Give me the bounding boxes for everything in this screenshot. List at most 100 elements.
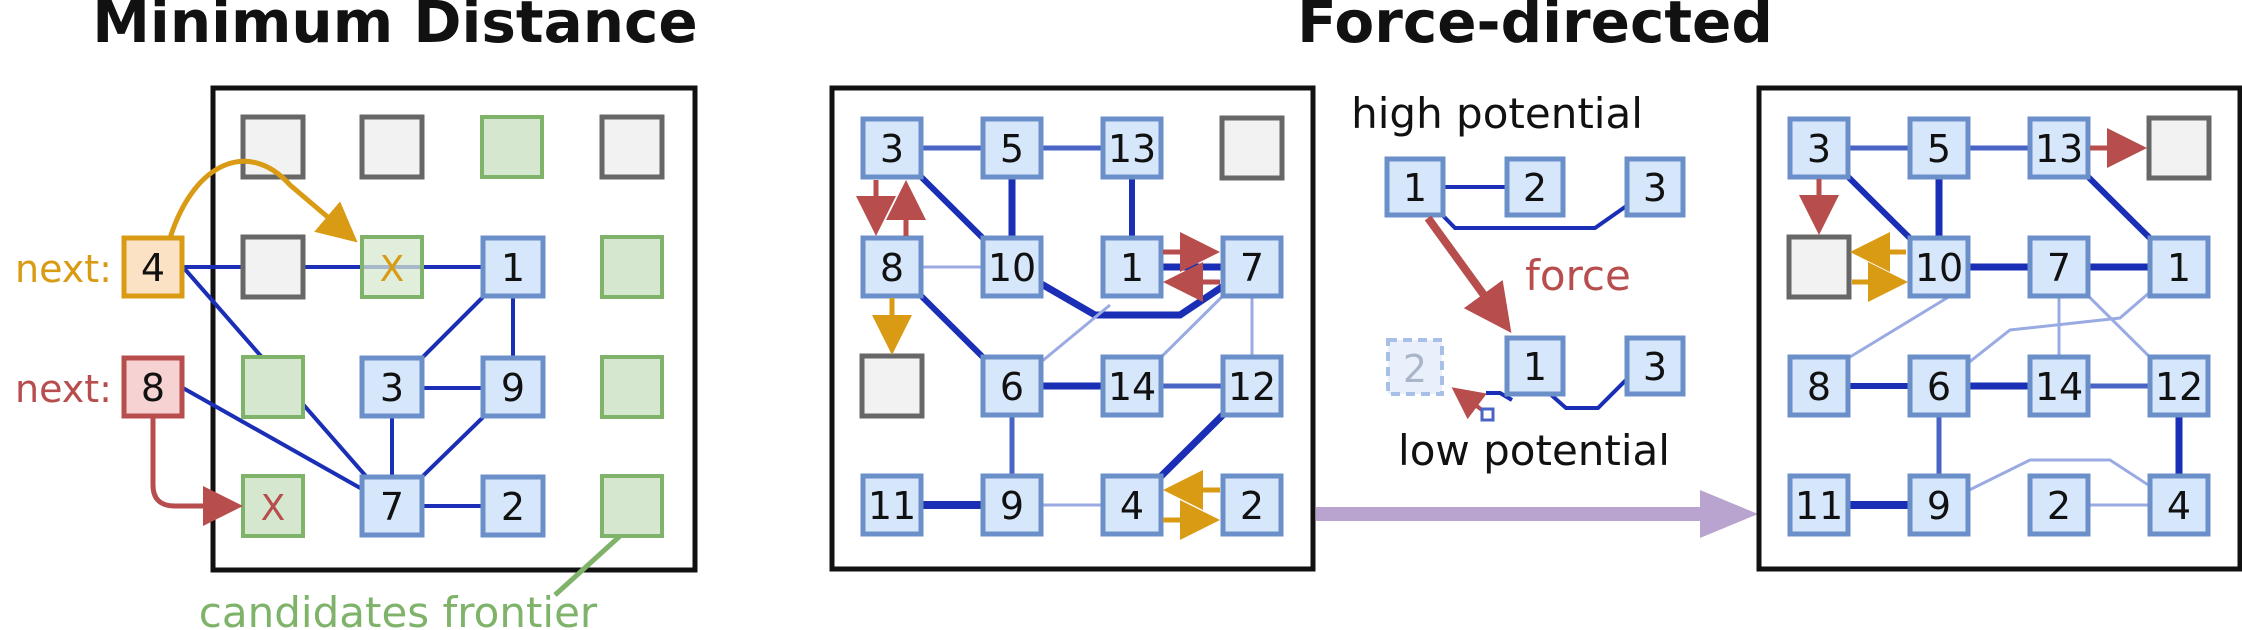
edge bbox=[1486, 391, 1514, 402]
title-force-directed: Force-directed bbox=[1297, 0, 1773, 56]
node-label: 5 bbox=[1927, 127, 1951, 171]
node-box bbox=[1787, 473, 1851, 537]
candidate-cell bbox=[241, 355, 305, 419]
panel-frame bbox=[1756, 85, 2242, 572]
node-label: 1 bbox=[1120, 246, 1144, 290]
node-label: 8 bbox=[1807, 365, 1831, 409]
node-label: 3 bbox=[380, 366, 404, 410]
next-label-red: next: bbox=[15, 367, 112, 411]
node-box bbox=[860, 235, 924, 299]
panel-frame bbox=[829, 85, 1316, 572]
candidate-cell-x bbox=[241, 474, 305, 538]
panel-force-after: 3 5 13 10 7 1 8 6 14 12 11 9 2 4 bbox=[1756, 85, 2242, 572]
node-box bbox=[2027, 235, 2091, 299]
node-label: 1 bbox=[1523, 345, 1547, 389]
node-box bbox=[1220, 235, 1284, 299]
empty-cells bbox=[240, 114, 665, 300]
edges bbox=[889, 145, 1255, 509]
node-label: 1 bbox=[501, 246, 525, 290]
node-label: 4 bbox=[1120, 484, 1144, 528]
nodes bbox=[1787, 116, 2211, 537]
arrow-orange bbox=[167, 158, 358, 243]
node-box bbox=[860, 473, 924, 537]
edge bbox=[1938, 458, 2180, 507]
title-minimum-distance: Minimum Distance bbox=[92, 0, 698, 56]
node-label: 2 bbox=[1240, 484, 1264, 528]
node-box bbox=[480, 355, 546, 419]
empty-cell bbox=[599, 114, 665, 180]
arrow-red bbox=[150, 416, 243, 526]
node-box bbox=[1624, 156, 1686, 218]
ghost-node-label: 2 bbox=[1403, 347, 1427, 391]
candidate-cells bbox=[241, 115, 664, 538]
node-box bbox=[1907, 354, 1971, 418]
queue-node-4 bbox=[121, 235, 185, 299]
node-box bbox=[2027, 473, 2091, 537]
node-box bbox=[1624, 335, 1686, 397]
node-box bbox=[1907, 473, 1971, 537]
edge bbox=[1010, 263, 1254, 319]
node-box bbox=[1907, 116, 1971, 180]
low-point-marker bbox=[1480, 407, 1495, 422]
node-box bbox=[2147, 235, 2211, 299]
node-box bbox=[1100, 473, 1164, 537]
node-box bbox=[860, 116, 924, 180]
node-box bbox=[980, 235, 1044, 299]
edges bbox=[1816, 145, 2183, 509]
panel-force-before: 3 5 13 8 10 1 7 6 14 12 11 9 4 2 bbox=[829, 85, 1316, 572]
node-box bbox=[1787, 116, 1851, 180]
node-label: 9 bbox=[501, 366, 525, 410]
node-box bbox=[980, 116, 1044, 180]
candidate-cell bbox=[600, 355, 664, 419]
panel-minimum-distance: X X 1 3 9 7 2 next: 4 next: 8 candidates… bbox=[15, 85, 698, 630]
node-label: 12 bbox=[2155, 365, 2203, 409]
node-label: 9 bbox=[1927, 484, 1951, 528]
ghost-node bbox=[1386, 338, 1444, 396]
node-label: 2 bbox=[1523, 166, 1547, 210]
node-label: 11 bbox=[868, 484, 916, 528]
frontier-label: candidates frontier bbox=[199, 588, 598, 630]
node-box bbox=[980, 354, 1044, 418]
transition-arrow bbox=[1316, 490, 1758, 538]
node-label: 8 bbox=[880, 246, 904, 290]
node-box bbox=[1504, 335, 1566, 397]
node-label: 3 bbox=[880, 127, 904, 171]
frontier-pointer bbox=[553, 534, 622, 597]
queue-node-label: 8 bbox=[141, 366, 165, 410]
node-labels: 3 5 13 10 7 1 8 6 14 12 11 9 2 4 bbox=[1795, 127, 2203, 528]
node-label: 3 bbox=[1643, 166, 1667, 210]
node-label: 11 bbox=[1795, 484, 1843, 528]
node-label: 13 bbox=[1108, 127, 1156, 171]
empty-cell bbox=[859, 353, 925, 419]
node-box bbox=[1220, 473, 1284, 537]
node-box bbox=[1787, 354, 1851, 418]
node-box bbox=[480, 235, 546, 299]
node-box bbox=[1100, 235, 1164, 299]
node-box bbox=[1907, 235, 1971, 299]
empty-cell bbox=[359, 114, 425, 180]
force-label: force bbox=[1525, 251, 1631, 300]
empty-cell bbox=[2146, 115, 2212, 181]
next-label-orange: next: bbox=[15, 247, 112, 291]
panel-frame bbox=[210, 85, 698, 573]
transition-arrow-head bbox=[1700, 490, 1758, 538]
empty-cell bbox=[240, 234, 306, 300]
node-label: 7 bbox=[2047, 246, 2071, 290]
node-label: 5 bbox=[1000, 127, 1024, 171]
node-label: 13 bbox=[2035, 127, 2083, 171]
node-box bbox=[2027, 116, 2091, 180]
candidate-x-mark-orange: X bbox=[380, 249, 405, 290]
node-label: 2 bbox=[501, 485, 525, 529]
empty-cell bbox=[240, 114, 306, 180]
node-label: 3 bbox=[1643, 345, 1667, 389]
node-box bbox=[1100, 116, 1164, 180]
node-box bbox=[2147, 473, 2211, 537]
edges bbox=[181, 265, 515, 508]
node-box bbox=[480, 474, 546, 538]
high-potential-label: high potential bbox=[1351, 89, 1643, 138]
queue-node-8 bbox=[121, 355, 185, 419]
potential-inset: high potential 1 2 3 force 2 1 3 low pot… bbox=[1351, 89, 1686, 475]
node-labels: 3 5 13 8 10 1 7 6 14 12 11 9 4 2 bbox=[868, 127, 1276, 528]
node-label: 14 bbox=[1108, 365, 1156, 409]
